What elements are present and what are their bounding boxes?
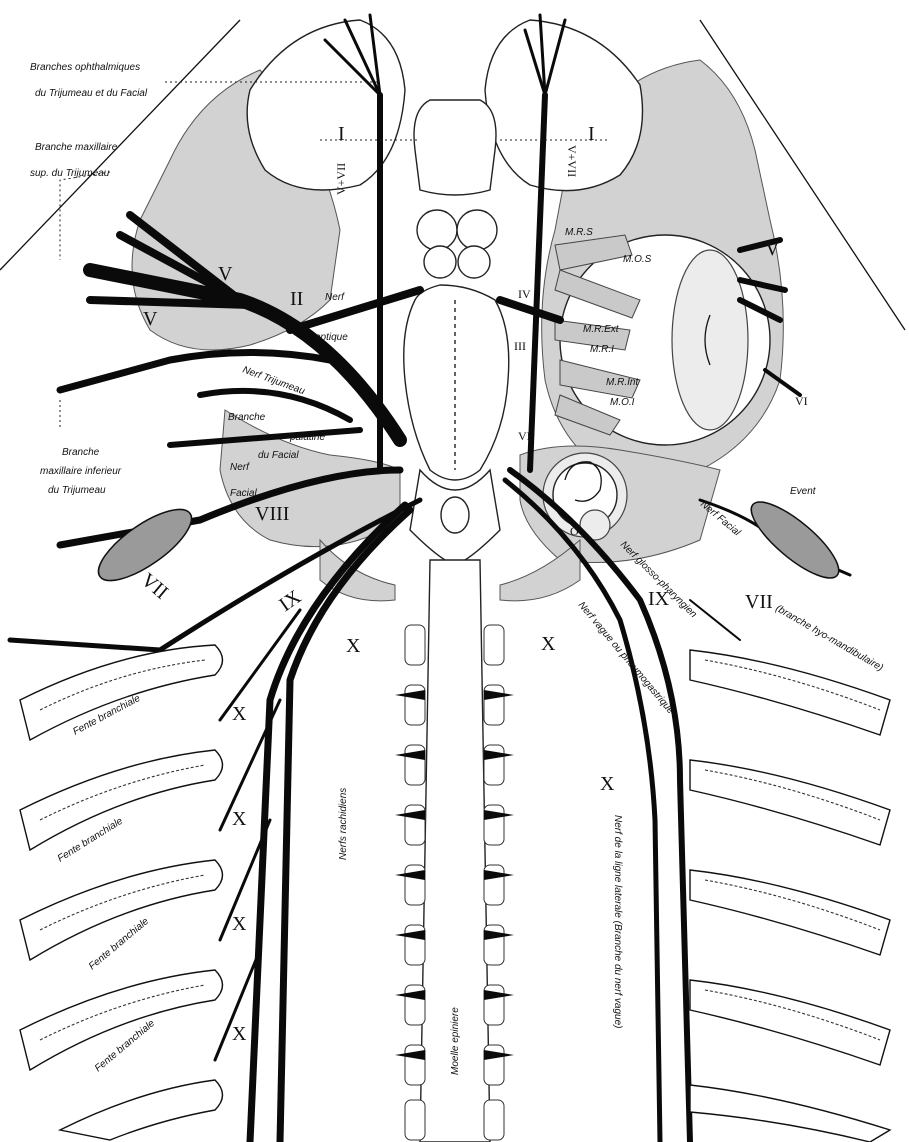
label-nerf-facial-left-1: Nerf [230, 462, 250, 473]
brain [404, 100, 509, 565]
numeral-x-branch-4: X [232, 1023, 247, 1045]
label-branche-maxillaire-inf-2: maxillaire inferieur [40, 466, 122, 477]
label-branche-maxillaire-sup-1: Branche maxillaire [35, 142, 118, 153]
numeral-vii-left: VII [137, 569, 172, 604]
numeral-ix-left: IX [275, 586, 305, 616]
numeral-x-branch-3: X [232, 913, 247, 935]
numeral-iv: IV [518, 287, 531, 301]
label-branche-palatine-2: palatine [289, 432, 325, 443]
numeral-vi: VI [518, 429, 531, 443]
label-nerfs-rachidiens: Nerfs rachidiens [338, 788, 349, 860]
midbrain-left [424, 246, 456, 278]
label-branche-maxillaire-inf-1: Branche [62, 447, 100, 458]
numeral-mri: M.R.I [590, 344, 614, 355]
fourth-ventricle [441, 497, 469, 533]
label-moelle-epiniere: Moelle epiniere [450, 1007, 461, 1075]
midbrain-right [458, 246, 490, 278]
gill-slits-left [20, 645, 223, 1140]
numeral-x-branch-1: X [232, 703, 247, 725]
olfactory-capsule-right [485, 20, 643, 191]
label-branche-hyo: (branche hyo-mandibulaire) [774, 603, 885, 674]
label-branche-maxillaire-sup-2: sup. du Trijumeau [30, 168, 110, 179]
numeral-mrs: M.R.S [565, 227, 593, 238]
label-branches-ophthalmiques-1: Branches ophthalmiques [30, 62, 140, 73]
label-branches-ophthalmiques-2: du Trijumeau et du Facial [35, 88, 148, 99]
numeral-vii-right: VII [745, 591, 773, 613]
label-branche-palatine-1: Branche [228, 412, 266, 423]
gill-slits-right [690, 650, 890, 1142]
lens [672, 250, 748, 430]
numeral-ix-right: IX [648, 588, 670, 610]
numeral-v-right: V [765, 238, 780, 260]
numeral-mos: M.O.S [623, 254, 652, 265]
label-nerf-optique-1: Nerf [325, 292, 345, 303]
numeral-i-right: I [588, 123, 595, 145]
numeral-v-vii-right: V+VII [565, 145, 579, 177]
numeral-moi: M.O.I [610, 397, 635, 408]
numeral-x-left: X [346, 635, 361, 657]
numeral-i-left: I [338, 123, 345, 145]
label-nerf-optique-2: optique [315, 332, 348, 343]
numeral-viii: VIII [255, 503, 289, 525]
vertebrae-left [405, 625, 425, 1140]
numeral-mrext: M.R.Ext [583, 324, 620, 335]
numeral-v-left-upper: V [218, 263, 233, 285]
numeral-mrint: M.R.Int [606, 377, 639, 388]
numeral-v-vii-left: V+VII [334, 163, 348, 195]
numeral-o: O [570, 524, 579, 538]
numeral-vi-right: VI [795, 394, 808, 408]
forebrain [414, 100, 496, 195]
optic-lobe-right [457, 210, 497, 250]
cerebellum [404, 285, 509, 480]
label-nerf-facial-left-2: Facial [230, 488, 257, 499]
label-nerf-ligne-laterale: Nerf de la ligne laterale (Branche du ne… [612, 815, 623, 1028]
numeral-x-branch-2: X [232, 808, 247, 830]
numeral-ii: II [290, 288, 303, 310]
vertebrae-right [484, 625, 504, 1140]
label-branche-maxillaire-inf-3: du Trijumeau [48, 485, 106, 496]
numeral-x-right: X [541, 633, 556, 655]
numeral-v-left-lower: V [143, 308, 158, 330]
label-branche-palatine-3: du Facial [258, 450, 299, 461]
optic-lobe-left [417, 210, 457, 250]
numeral-x-lateral: X [600, 773, 615, 795]
numeral-iii: III [514, 339, 526, 353]
label-event: Event [790, 486, 817, 497]
